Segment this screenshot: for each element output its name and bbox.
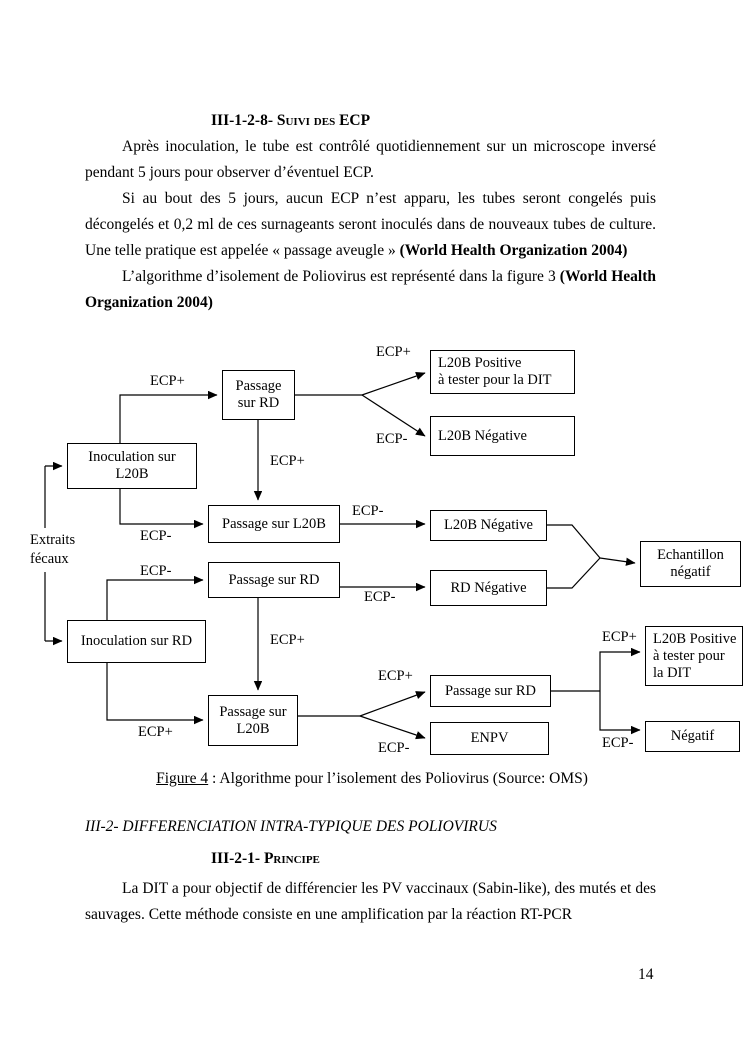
flow-node-l20b-negative-1: L20B Négative bbox=[430, 416, 575, 456]
ecp-minus-label-6: ECP- bbox=[378, 740, 410, 756]
flow-node-passage-rd-2: Passage sur RD bbox=[208, 562, 340, 598]
flow-node-passage-l20b-1: Passage sur L20B bbox=[208, 505, 340, 543]
ecp-minus-label-4: ECP- bbox=[140, 563, 172, 579]
flow-source-label-extraits-fecaux: Extraits fécaux bbox=[28, 528, 78, 572]
ecp-plus-label-3: ECP+ bbox=[270, 453, 305, 469]
flow-node-l20b-positive-1: L20B Positive à tester pour la DIT bbox=[430, 350, 575, 394]
flow-node-passage-l20b-2: Passage sur L20B bbox=[208, 695, 298, 746]
ecp-minus-label-5: ECP- bbox=[364, 589, 396, 605]
ecp-plus-label-6: ECP+ bbox=[378, 668, 413, 684]
paragraph-4: La DIT a pour objectif de différencier l… bbox=[85, 880, 656, 923]
ecp-minus-label-7: ECP- bbox=[602, 735, 634, 751]
body-text: III-1-2-8- Suivi des ECP Après inoculati… bbox=[85, 108, 656, 316]
page-number: 14 bbox=[638, 966, 654, 983]
paragraph-3-text: L’algorithme d’isolement de Poliovirus e… bbox=[122, 268, 560, 285]
ecp-plus-label-2: ECP+ bbox=[150, 373, 185, 389]
paragraph-2-citation: (World Health Organization 2004) bbox=[399, 242, 628, 259]
figure-caption-label: Figure 4 bbox=[156, 770, 209, 787]
flow-node-negatif: Négatif bbox=[645, 721, 740, 752]
flowchart-figure: Extraits fécaux Passage sur RD L20B Posi… bbox=[0, 340, 744, 768]
ecp-plus-label-1: ECP+ bbox=[376, 344, 411, 360]
section-heading-3: III-2-1- Principe bbox=[211, 850, 320, 867]
ecp-minus-label-2: ECP- bbox=[140, 528, 172, 544]
flow-node-passage-rd-3: Passage sur RD bbox=[430, 675, 551, 707]
flow-node-enpv: ENPV bbox=[430, 722, 549, 755]
flowchart-connectors bbox=[44, 372, 641, 740]
section-heading-2: III-2- DIFFERENCIATION INTRA-TYPIQUE DES… bbox=[85, 818, 497, 835]
flow-node-l20b-positive-2: L20B Positive à tester pour la DIT bbox=[645, 626, 743, 686]
paragraph-1: Après inoculation, le tube est contrôlé … bbox=[85, 138, 656, 181]
paragraph-3: L’algorithme d’isolement de Poliovirus e… bbox=[85, 264, 656, 316]
flow-node-inoculation-rd: Inoculation sur RD bbox=[67, 620, 206, 663]
paragraph-2: Si au bout des 5 jours, aucun ECP n’est … bbox=[85, 186, 656, 264]
ecp-minus-label-3: ECP- bbox=[352, 503, 384, 519]
figure-caption: Figure 4 : Algorithme pour l’isolement d… bbox=[0, 770, 744, 788]
flow-node-echantillon-negatif: Echantillon négatif bbox=[640, 541, 741, 587]
flow-node-inoculation-l20b: Inoculation sur L20B bbox=[67, 443, 197, 489]
ecp-minus-label-1: ECP- bbox=[376, 431, 408, 447]
figure-caption-text: : Algorithme pour l’isolement des Poliov… bbox=[208, 770, 588, 787]
flow-node-passage-rd-1: Passage sur RD bbox=[222, 370, 295, 420]
ecp-plus-label-7: ECP+ bbox=[138, 724, 173, 740]
ecp-plus-label-5: ECP+ bbox=[602, 629, 637, 645]
section-heading-1: III-1-2-8- Suivi des ECP bbox=[211, 112, 371, 129]
flow-node-rd-negative: RD Négative bbox=[430, 570, 547, 606]
flow-node-l20b-negative-2: L20B Négative bbox=[430, 510, 547, 541]
paragraph-3-citation: (World Health Organization 2004) bbox=[85, 268, 656, 311]
paragraph-2-text: Si au bout des 5 jours, aucun ECP n’est … bbox=[85, 190, 656, 259]
ecp-plus-label-4: ECP+ bbox=[270, 632, 305, 648]
